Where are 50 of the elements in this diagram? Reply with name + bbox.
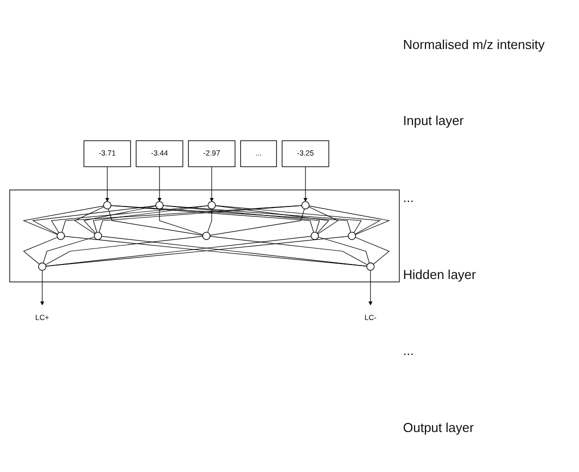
connector [22, 206, 104, 235]
layer-label: Normalised m/z intensity [403, 36, 546, 52]
connector [210, 208, 305, 236]
node-circle [310, 232, 319, 240]
node-circle [366, 262, 375, 271]
node-circle [348, 232, 356, 240]
arrow [303, 166, 308, 202]
layer-label: Output layer [403, 420, 475, 436]
connector [159, 208, 204, 236]
connector [318, 236, 370, 264]
connector [210, 236, 368, 266]
node-box [84, 140, 131, 168]
arrow [210, 166, 214, 202]
connector [51, 205, 208, 234]
connector [43, 236, 95, 264]
layer-label: ... [403, 343, 415, 358]
layer-label: Input layer [403, 113, 465, 128]
connector [355, 237, 390, 265]
arrow [40, 270, 44, 306]
connector [108, 208, 203, 236]
connector [162, 205, 362, 234]
node-circle [208, 201, 216, 210]
node-box [136, 140, 184, 168]
node-circle [56, 232, 65, 240]
node-circle [94, 232, 102, 240]
connector [308, 206, 390, 235]
cluster [9, 190, 400, 282]
connector [23, 237, 58, 265]
connector [45, 236, 203, 266]
arrow [368, 270, 373, 306]
connector [215, 205, 381, 234]
connector [62, 205, 302, 233]
node-circle [301, 201, 310, 210]
layer-label: ... [403, 190, 415, 206]
node-circle [155, 201, 164, 210]
connector [83, 206, 156, 234]
layer-label: Hidden layer [403, 266, 477, 282]
node-circle [103, 201, 112, 210]
connector [92, 206, 208, 233]
connector [207, 208, 212, 233]
connector [215, 206, 330, 234]
arrow [105, 166, 110, 202]
arrow [157, 166, 162, 202]
node-circle [38, 262, 46, 271]
connector [110, 205, 352, 233]
connector [32, 205, 156, 234]
node-box [282, 140, 330, 168]
node-circle [202, 232, 210, 240]
node-box [188, 140, 236, 168]
node-box [240, 140, 277, 168]
